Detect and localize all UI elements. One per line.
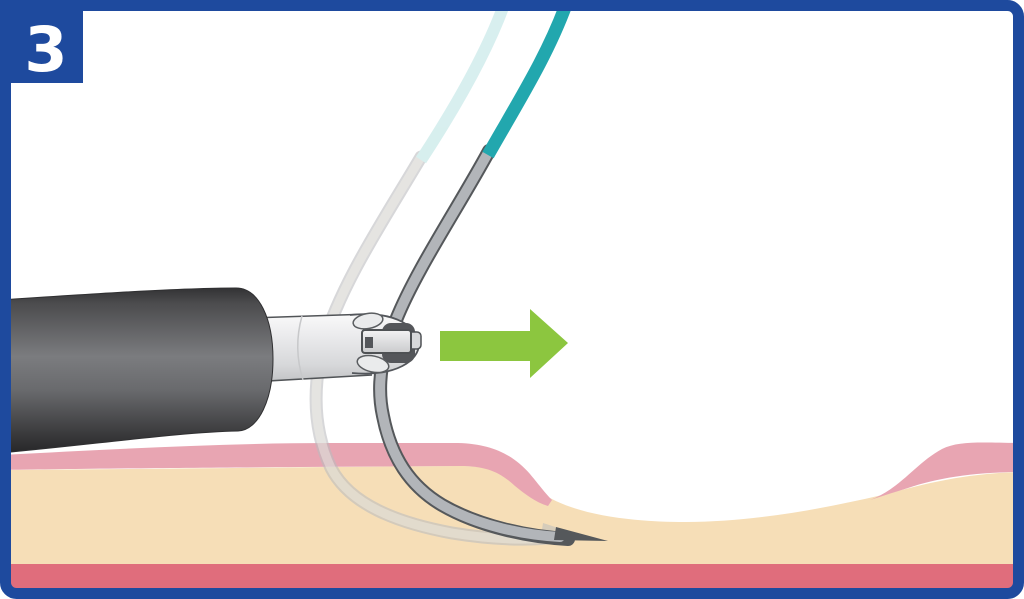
submucosa-layer	[6, 466, 1018, 564]
device-shaft	[250, 314, 372, 382]
needle-body	[375, 146, 565, 542]
ghost-suture-thread	[415, 6, 511, 164]
arrow-right-icon	[440, 309, 568, 378]
needle-tip	[554, 527, 608, 541]
step-badge	[0, 0, 83, 83]
device-body	[6, 287, 274, 454]
mucosa-layer-left	[6, 443, 552, 506]
tip-detail-bottom-oval	[356, 354, 390, 374]
step-number: 3	[24, 13, 67, 86]
device-shaft-segment-line	[297, 315, 304, 381]
active-suture-assembly	[373, 6, 608, 546]
tip-mechanism	[361, 329, 412, 354]
mucosa-layer-right	[870, 442, 1018, 500]
tip-detail-top-oval	[352, 312, 384, 330]
tip-mechanism-slot	[365, 337, 373, 348]
ghost-needle-body	[311, 152, 553, 544]
suture-thread	[482, 6, 574, 159]
tissue-layers	[6, 442, 1018, 593]
suturing-device	[6, 287, 422, 454]
